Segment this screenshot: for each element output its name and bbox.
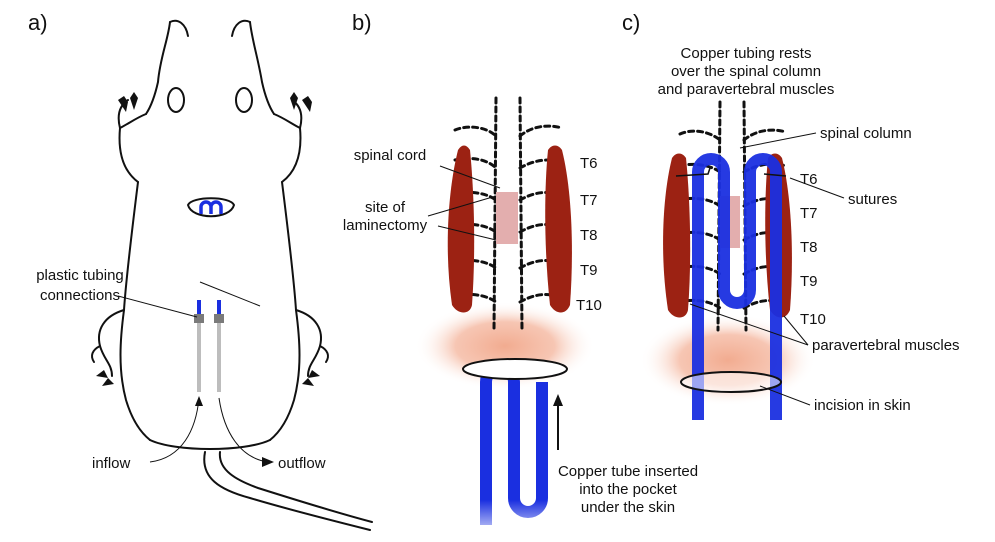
panel-a-letter: a) xyxy=(28,10,48,35)
inflow-label: inflow xyxy=(92,455,131,472)
hind-paws xyxy=(96,370,320,386)
vertebra-c-4: T10 xyxy=(800,311,826,328)
vertebra-b-4: T10 xyxy=(576,297,602,314)
muscle-right-b xyxy=(545,146,572,313)
spinal-cord-label: spinal cord xyxy=(354,147,427,164)
connector-right xyxy=(214,314,224,323)
vertebra-c-2: T8 xyxy=(800,239,818,256)
vertebra-b-0: T6 xyxy=(580,155,598,172)
incision-c xyxy=(681,372,781,392)
title-c-1: Copper tubing rests xyxy=(681,45,812,62)
incision-leader-a xyxy=(200,282,260,306)
title-c-2: over the spinal column xyxy=(671,63,821,80)
outflow-label: outflow xyxy=(278,455,326,472)
panel-b-letter: b) xyxy=(352,10,372,35)
inflow-arrow xyxy=(150,398,199,462)
plastic-tubing xyxy=(194,300,224,392)
panel-c-letter: c) xyxy=(622,10,640,35)
vertebra-b-2: T8 xyxy=(580,227,598,244)
panel-a: a) xyxy=(28,10,372,530)
fore-paws xyxy=(118,92,312,112)
panel-c: c) Copper tubing rests over the spinal c… xyxy=(622,10,960,420)
site-label-1: site of xyxy=(365,199,406,216)
laminectomy-site xyxy=(496,192,518,244)
insert-label-2: into the pocket xyxy=(579,481,677,498)
incision-b xyxy=(463,359,567,379)
vertebra-b-1: T7 xyxy=(580,192,598,209)
vertebra-c-3: T9 xyxy=(800,273,818,290)
fore-claws xyxy=(168,88,252,112)
upper-incision xyxy=(188,198,234,216)
incision-label: incision in skin xyxy=(814,397,911,414)
title-c-3: and paravertebral muscles xyxy=(658,81,835,98)
spinal-column-label: spinal column xyxy=(820,125,912,142)
plastic-tubing-leader xyxy=(118,296,197,317)
plastic-tubing-label-1: plastic tubing xyxy=(36,267,124,284)
insert-label-1: Copper tube inserted xyxy=(558,463,698,480)
connector-left xyxy=(194,314,204,323)
muscle-left-c xyxy=(663,154,690,318)
sutures-label: sutures xyxy=(848,191,897,208)
muscles-label: paravertebral muscles xyxy=(812,337,960,354)
vertebra-c-1: T7 xyxy=(800,205,818,222)
insert-label-3: under the skin xyxy=(581,499,675,516)
outflow-arrow xyxy=(219,398,268,462)
vertebra-b-3: T9 xyxy=(580,262,598,279)
panel-b: b) T6 T7 T8 T9 T10 xyxy=(343,10,698,542)
site-label-2: laminectomy xyxy=(343,217,428,234)
plastic-tubing-label-2: connections xyxy=(40,287,120,304)
